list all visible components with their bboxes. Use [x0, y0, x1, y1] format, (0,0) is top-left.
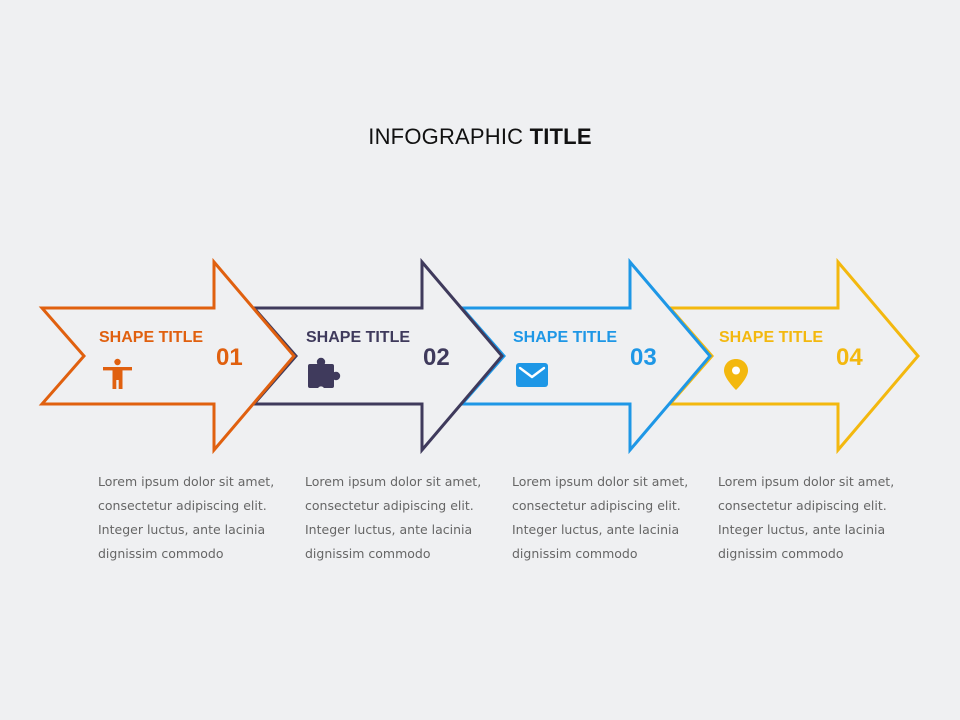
arrow-2 [250, 257, 504, 455]
title-light: INFOGRAPHIC [368, 124, 524, 149]
step-4-description: Lorem ipsum dolor sit amet, consectetur … [718, 474, 895, 561]
step-3-title: SHAPE TITLE [513, 329, 618, 346]
step-3-number: 03 [630, 344, 657, 371]
step-2-description: Lorem ipsum dolor sit amet, consectetur … [305, 474, 482, 561]
arrow-3 [458, 257, 712, 455]
envelope-icon [516, 363, 548, 387]
title-bold: TITLE [529, 124, 592, 149]
puzzle-icon [308, 357, 341, 393]
step-1-number: 01 [216, 344, 243, 371]
step-1-description: Lorem ipsum dolor sit amet, consectetur … [98, 474, 275, 561]
map-pin-icon [724, 359, 748, 390]
arrow-1 [38, 257, 296, 455]
step-4-number: 04 [836, 344, 863, 371]
person-icon [103, 358, 132, 389]
step-2-title: SHAPE TITLE [306, 329, 411, 346]
step-1-title: SHAPE TITLE [99, 329, 204, 346]
arrow-4 [666, 257, 920, 455]
step-2-number: 02 [423, 344, 450, 371]
step-3-description: Lorem ipsum dolor sit amet, consectetur … [512, 474, 689, 561]
step-4-title: SHAPE TITLE [719, 329, 824, 346]
infographic-title: INFOGRAPHIC TITLE [0, 124, 960, 150]
